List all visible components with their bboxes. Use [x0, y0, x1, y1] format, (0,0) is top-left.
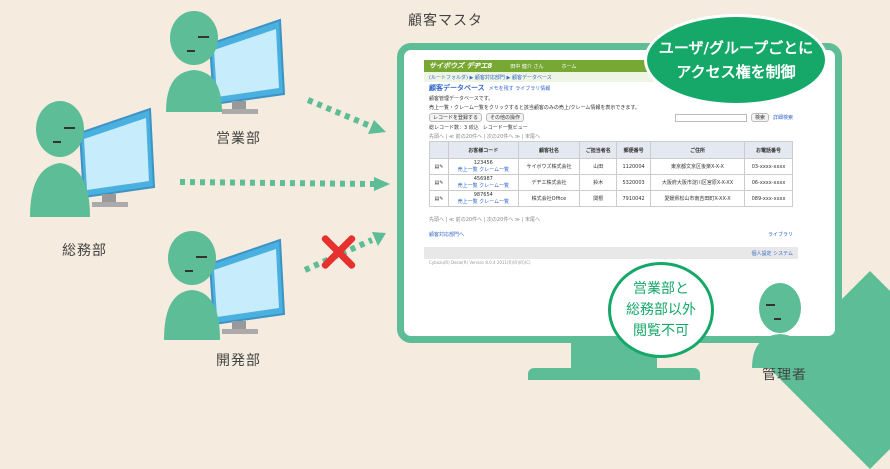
other-ops-button[interactable]: その他の操作: [486, 113, 525, 122]
figure-sales: [166, 11, 286, 114]
label-admin: 管理者: [762, 367, 807, 383]
settings-links[interactable]: 個人設定 システム: [751, 250, 793, 257]
db-title: 顧客データベース: [429, 84, 485, 92]
search-button[interactable]: 検索: [750, 113, 769, 122]
restriction-bubble: 営業部と 総務部以外 閲覧不可: [608, 262, 714, 358]
app-footer: Cybozu(R) Dezie(R) Version 8.0.4 2011(R)…: [429, 260, 531, 265]
label-master: 顧客マスタ: [408, 13, 483, 29]
db-links[interactable]: メモを残す ライブラリ情報: [488, 85, 551, 92]
figure-general: [30, 101, 156, 217]
search-input[interactable]: [674, 113, 747, 122]
back-link[interactable]: 顧客対応部門へ: [429, 232, 465, 238]
row-icons[interactable]: ▤✎: [429, 174, 449, 191]
col-zip[interactable]: 郵便番号: [616, 141, 651, 159]
access-control-bubble: ユーザ/グループごとに アクセス権を制御: [644, 14, 828, 106]
app-logo: サイボウズ デヂエ8: [429, 62, 493, 70]
monitor-base: [528, 368, 700, 380]
col-addr[interactable]: ご住所: [649, 141, 746, 159]
desc-2: 売上一覧・クレーム一覧をクリックすると該当顧客のみの売上/クレーム情報を表示でき…: [429, 105, 640, 111]
deny-cross-icon: [318, 232, 358, 272]
col-code[interactable]: お客様コード: [448, 141, 519, 159]
arrows: [179, 97, 390, 273]
col-tel[interactable]: お電話番号: [744, 141, 793, 159]
library-link[interactable]: ライブラリ: [767, 232, 793, 238]
desc-1: 顧客管理データベースです。: [429, 96, 494, 102]
row-icons[interactable]: ▤✎: [429, 190, 449, 207]
label-general: 総務部: [62, 243, 107, 259]
detail-search-link[interactable]: 詳細検索: [772, 115, 793, 121]
breadcrumb[interactable]: (ルートフォルダ) ▶ 顧客対応部門 ▶ 顧客データベース: [424, 72, 798, 82]
record-count: 総レコード数：3 絞込: [429, 125, 479, 131]
label-sales: 営業部: [216, 131, 261, 147]
col-name[interactable]: 顧客社名: [517, 141, 581, 159]
figure-admin: [752, 283, 808, 368]
add-record-button[interactable]: レコードを登録する: [429, 113, 483, 122]
record-table: お客様コード 顧客社名 ご担当者名 郵便番号 ご住所 お電話番号 ▤✎ 1234…: [429, 141, 793, 207]
figure-dev: [164, 231, 286, 340]
label-dev: 開発部: [216, 353, 261, 369]
home-link[interactable]: ホーム: [561, 63, 577, 70]
user-name: 田中 健介 さん: [510, 63, 544, 70]
col-person[interactable]: ご担当者名: [579, 141, 618, 159]
app-screen: サイボウズ デヂエ8 田中 健介 さん ホーム (ルートフォルダ) ▶ 顧客対応…: [424, 60, 798, 312]
row-icons[interactable]: ▤✎: [429, 158, 449, 175]
pager-top[interactable]: 先頭へ | ≪ 前の20件へ | 次の20件へ ≫ | 末尾へ: [429, 134, 540, 140]
pager-bottom[interactable]: 先頭へ | ≪ 前の20件へ | 次の20件へ ≫ | 末尾へ: [429, 217, 540, 223]
view-label: レコード一覧ビュー: [482, 125, 528, 131]
